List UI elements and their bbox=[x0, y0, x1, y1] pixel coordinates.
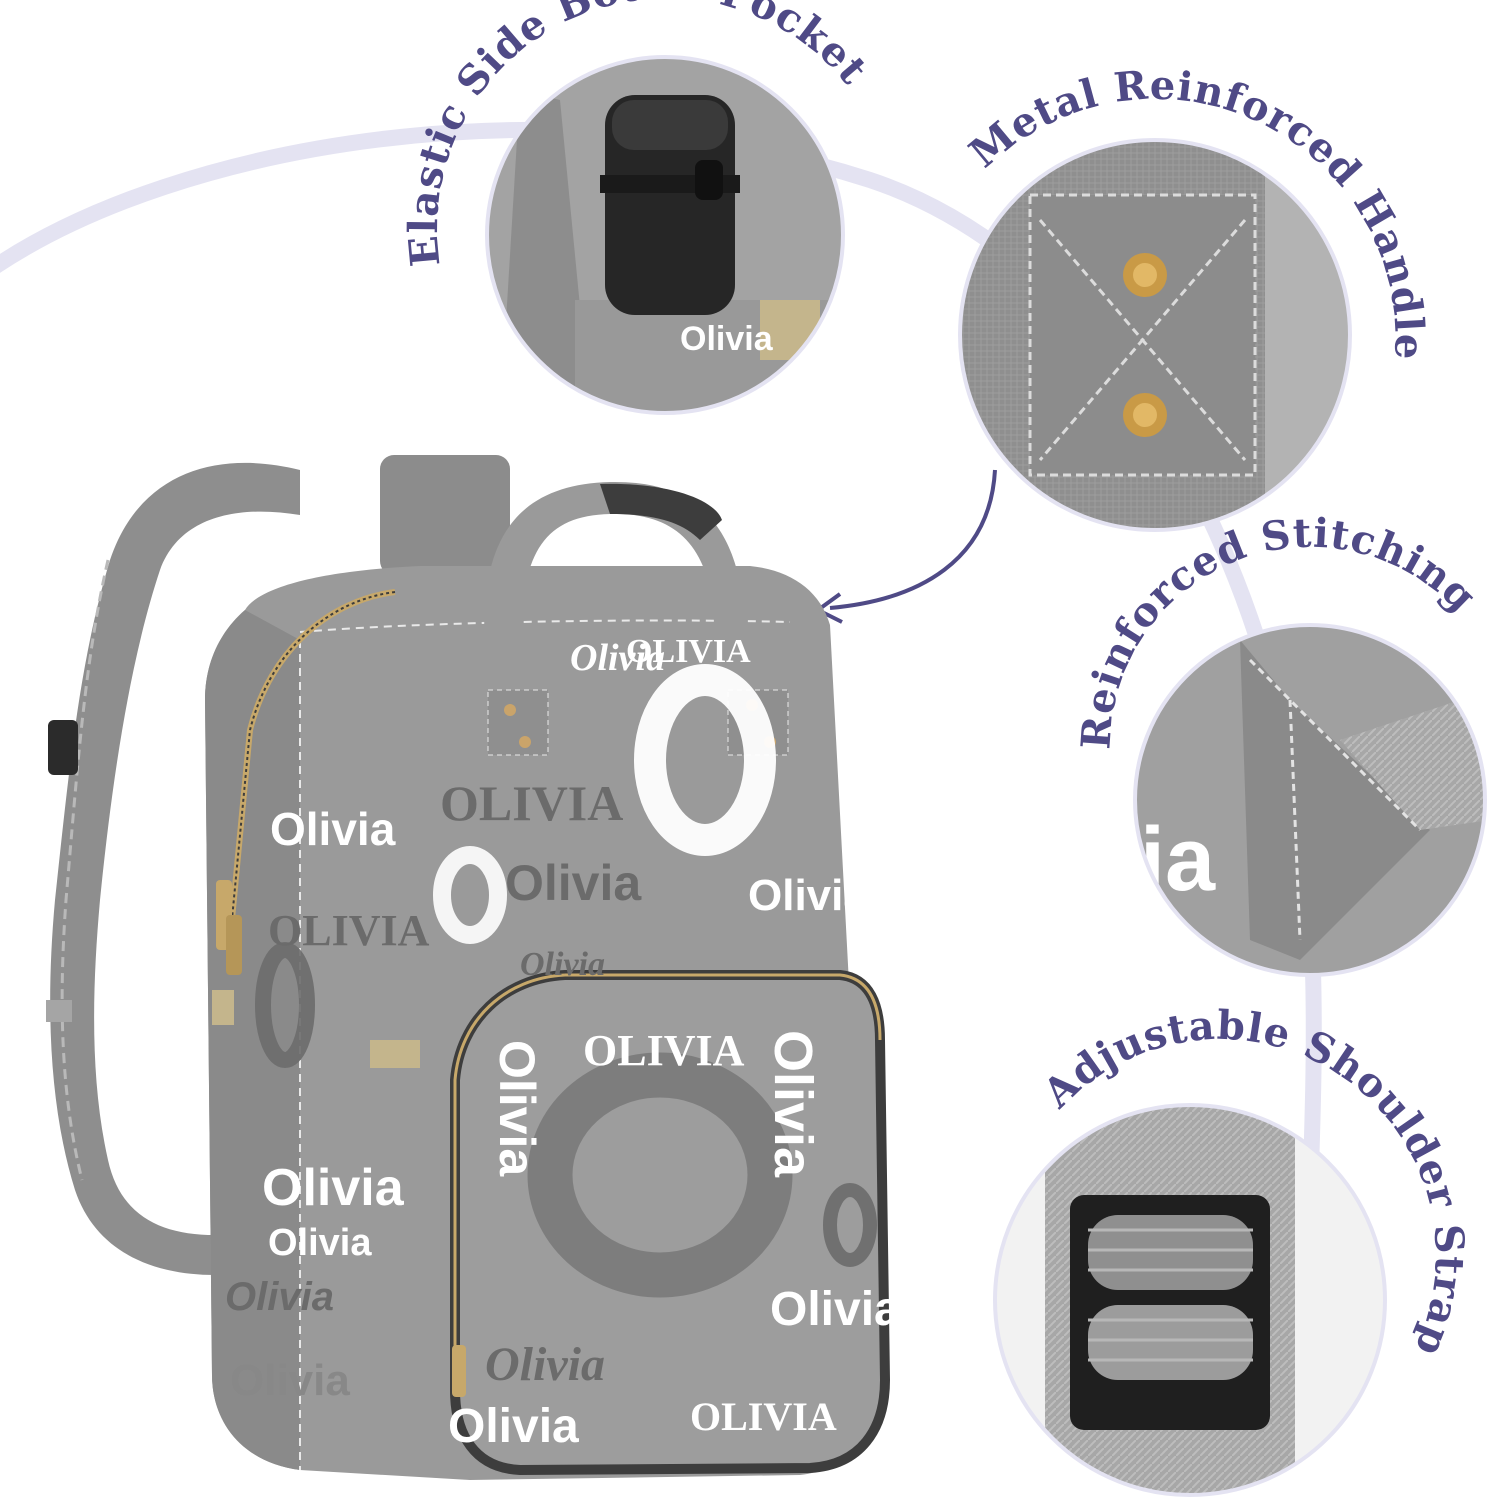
handle-tab-left bbox=[487, 689, 549, 756]
pattern-text-1: OLIVIA bbox=[583, 1026, 745, 1075]
pattern-text-5: Olivia bbox=[262, 1159, 405, 1217]
zipper-pull-lower bbox=[226, 915, 242, 975]
pattern-text-4: OLIVIA bbox=[268, 906, 430, 955]
stitching-print: ia bbox=[1140, 810, 1216, 910]
pattern-text-13: Olivia bbox=[570, 637, 665, 679]
curved-arrow-icon bbox=[816, 469, 997, 624]
detail-metal-handle bbox=[958, 138, 1352, 532]
detail-bottle-pocket: Olivia bbox=[485, 55, 845, 415]
pattern-text-17: Olivia bbox=[230, 1356, 350, 1405]
pattern-text-8: OLIVIA bbox=[690, 1394, 837, 1439]
pattern-text-11: OLIVIA bbox=[440, 775, 623, 831]
backpack: OLIVIA Olivia Olivia OLIVIA Olivia Olivi… bbox=[46, 455, 901, 1480]
pattern-text-15: OLIVIA bbox=[626, 633, 751, 670]
pattern-text-vertical-2: Olivia bbox=[489, 1040, 545, 1177]
pattern-text-12: Olivia bbox=[270, 803, 396, 855]
bottle-icon bbox=[600, 95, 740, 315]
detail-shoulder-strap bbox=[993, 1103, 1387, 1497]
pattern-text-6: Olivia bbox=[268, 1222, 372, 1264]
pattern-text-16: Olivia bbox=[520, 946, 605, 983]
pattern-text-10: Olivia bbox=[485, 1338, 605, 1391]
pattern-text-9: Olivia bbox=[770, 1283, 901, 1336]
pattern-text-2: Olivia bbox=[505, 855, 642, 911]
pocket-zipper-pull bbox=[452, 1345, 466, 1397]
strap-buckle bbox=[48, 720, 78, 775]
pattern-text-3: Olivia bbox=[748, 871, 868, 920]
pattern-text-14: Olivia bbox=[225, 1275, 334, 1319]
detail-reinforced-stitching: ia bbox=[1133, 623, 1487, 977]
pattern-text-vertical-1: Olivia bbox=[763, 1030, 823, 1178]
buckle-icon bbox=[1070, 1195, 1270, 1430]
bottle-pocket-print: Olivia bbox=[680, 320, 774, 358]
pattern-text-7: Olivia bbox=[448, 1400, 579, 1453]
left-shoulder-strap bbox=[50, 462, 301, 1276]
